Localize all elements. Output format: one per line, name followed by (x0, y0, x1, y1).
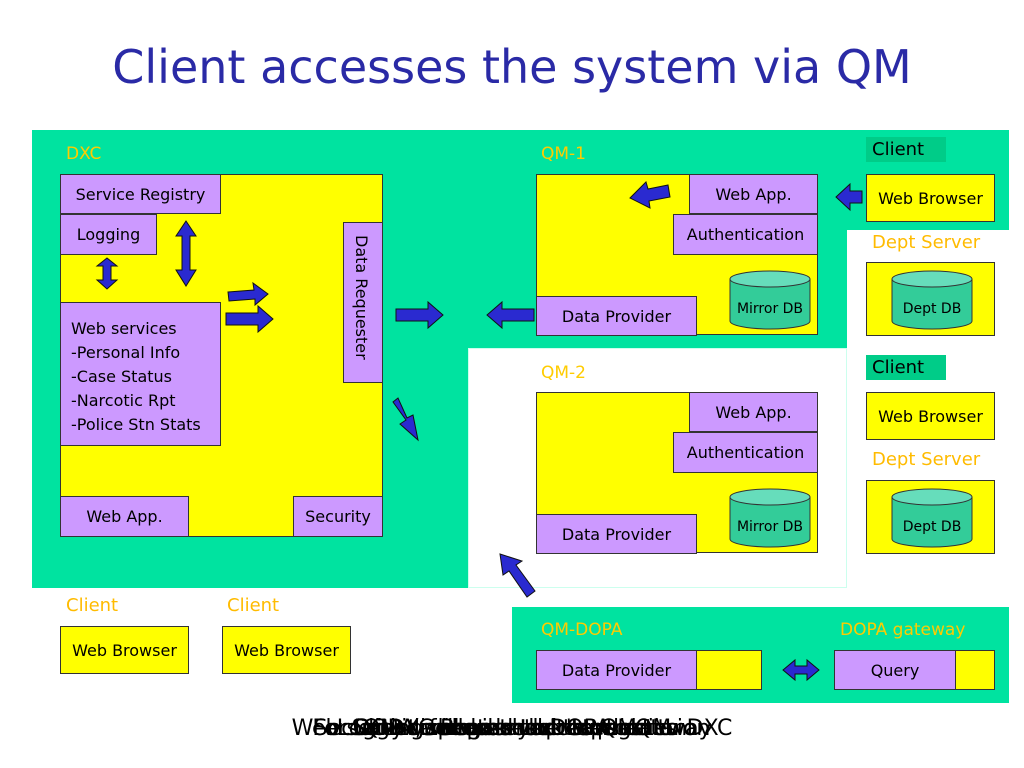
caption-line: Client sends a request to QM (352, 716, 672, 741)
caption-line: QM displays result to client (362, 716, 662, 741)
dept1-db-label: Dept DB (903, 301, 962, 317)
qm1-label: QM-1 (541, 144, 586, 164)
caption-line: Web server will pass the request to DXC (291, 716, 733, 741)
caption-line: DXC sends back to QM (387, 716, 637, 741)
qm2-mirror-db-label: Mirror DB (737, 519, 803, 535)
client2-web-browser: Web Browser (866, 392, 995, 440)
web-services-line: -Personal Info (71, 343, 181, 362)
qm1-authentication: Authentication (673, 214, 818, 255)
dept2-db-label: Dept DB (903, 519, 962, 535)
data-requester: Data Requester (343, 222, 383, 383)
dept2-db: Dept DB (891, 488, 973, 548)
caption-stack: Web server will pass the request to DXC … (0, 716, 1024, 746)
arrow-dopa-gateway (782, 658, 820, 682)
caption-line: Service Registry locates data (351, 716, 673, 741)
page-title: Client accesses the system via QM (112, 40, 912, 94)
dept1-label: Dept Server (872, 232, 981, 253)
client1-tag: Client (866, 137, 946, 162)
dept1-db: Dept DB (891, 270, 973, 330)
client-a-web-browser: Web Browser (60, 626, 189, 674)
dopa-gateway-label: DOPA gateway (840, 620, 966, 640)
dxc-label: DXC (66, 144, 102, 164)
qm2-data-provider: Data Provider (536, 514, 697, 554)
qm2-mirror-db: Mirror DB (729, 488, 811, 548)
qm1-mirror-db-label: Mirror DB (737, 301, 803, 317)
qm1-web-app: Web App. (689, 174, 818, 214)
arrow-qm1-to-dxc (486, 300, 535, 330)
qm1-data-provider: Data Provider (536, 296, 697, 336)
arrow-qm1-webapp (629, 181, 671, 209)
arrow-ws-to-requester-2 (225, 304, 274, 334)
qm-dopa-label: QM-DOPA (541, 620, 623, 640)
arrow-dxc-to-qm1 (395, 300, 444, 330)
service-registry: Service Registry (60, 174, 221, 214)
arrow-requester-to-qm2 (392, 397, 419, 442)
arrow-logging-ws (95, 257, 119, 290)
web-services: Web services -Personal Info -Case Status… (60, 302, 221, 446)
client-b-label: Client (227, 595, 280, 616)
dxc-web-app: Web App. (60, 496, 189, 537)
web-services-line: Web services (71, 319, 177, 338)
qm2-label: QM-2 (541, 363, 586, 383)
qm1-mirror-db: Mirror DB (729, 270, 811, 330)
security: Security (293, 496, 383, 537)
arrow-browser-to-qm1 (835, 182, 863, 212)
dopa-query: Query (834, 650, 956, 690)
arrow-dopa-to-qm2 (499, 553, 536, 598)
caption-line: Security validates user's permission (313, 716, 711, 741)
arrow-registry-ws (175, 220, 197, 287)
caption-line: For DOPA, forward to DOPA gateway (312, 716, 712, 741)
logging: Logging (60, 214, 157, 255)
web-services-line: -Case Status (71, 367, 172, 386)
dopa-data-provider: Data Provider (536, 650, 697, 690)
dept2-label: Dept Server (872, 449, 981, 470)
web-services-line: -Police Stn Stats (71, 415, 201, 434)
client2-tag: Client (866, 355, 946, 380)
client-a-label: Client (66, 595, 119, 616)
arrow-ws-to-requester-1 (227, 281, 269, 307)
qm2-web-app: Web App. (689, 392, 818, 432)
data-requester-label: Data Requester (352, 235, 371, 360)
client1-web-browser: Web Browser (866, 174, 995, 222)
web-services-line: -Narcotic Rpt (71, 391, 176, 410)
client-b-web-browser: Web Browser (222, 626, 351, 674)
caption-line: Logging records the transaction (336, 716, 688, 741)
qm2-authentication: Authentication (673, 432, 818, 473)
